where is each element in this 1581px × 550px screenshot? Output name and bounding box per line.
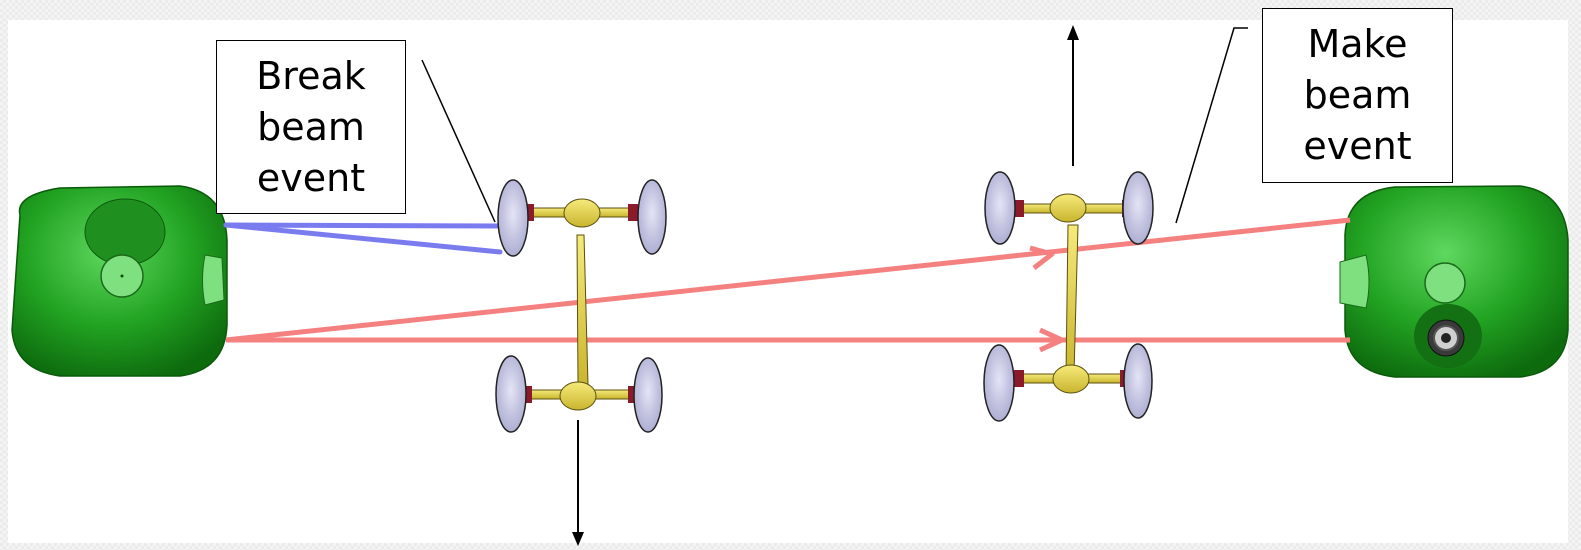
break-beam-callout: Break beam event xyxy=(216,40,406,214)
intact-beam-upper xyxy=(225,217,1351,343)
break-callout-leader xyxy=(421,59,496,223)
break-callout-line1: Break xyxy=(256,53,366,98)
sensor-emitter-icon xyxy=(11,185,228,377)
broken-beam xyxy=(223,222,503,255)
make-beam-callout: Make beam event xyxy=(1262,8,1453,183)
intact-beam-lower xyxy=(226,327,1350,353)
break-callout-line2: beam xyxy=(257,104,365,149)
make-callout-leader xyxy=(1175,27,1248,224)
make-callout-line2: beam xyxy=(1303,73,1412,117)
make-callout-line1: Make xyxy=(1307,22,1408,66)
arrow-down-icon xyxy=(572,420,584,546)
vehicle-chassis-icon xyxy=(495,179,667,433)
break-callout-line3: event xyxy=(256,155,366,200)
vehicle-chassis-icon xyxy=(983,171,1154,422)
make-callout-line3: event xyxy=(1303,124,1412,168)
sensor-receiver-icon xyxy=(1339,185,1569,378)
arrow-up-icon xyxy=(1067,25,1079,166)
